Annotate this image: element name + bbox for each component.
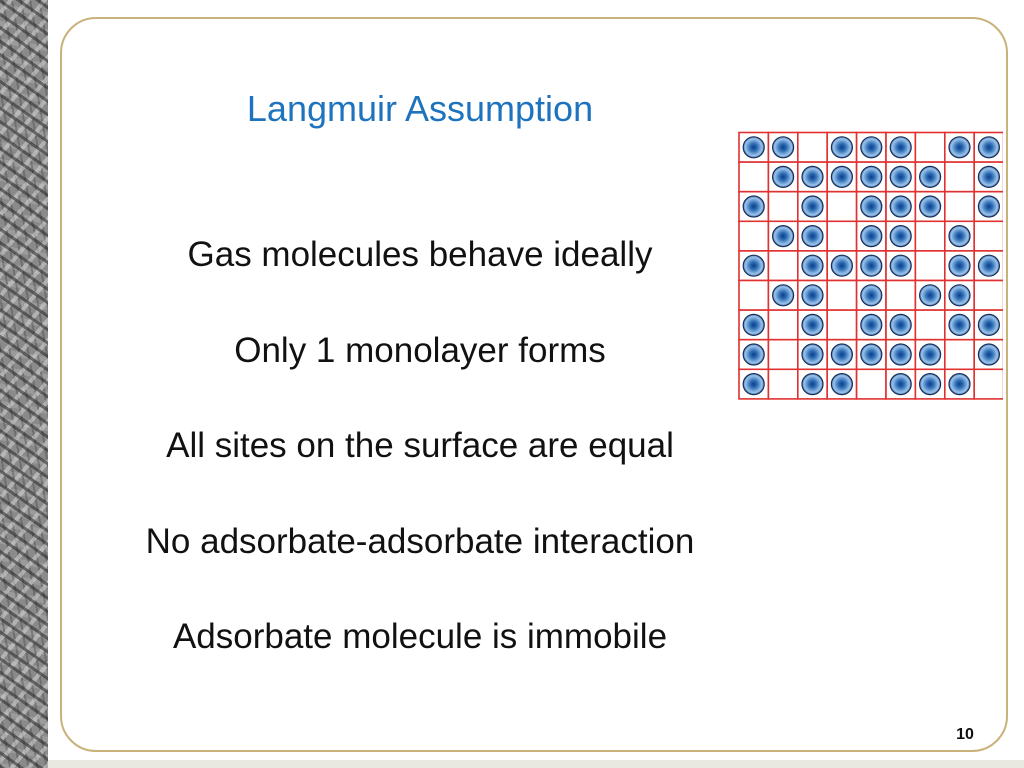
lattice-site — [973, 220, 1003, 252]
lattice-site — [767, 338, 799, 371]
adsorbed-molecule — [948, 284, 971, 307]
lattice-site — [973, 368, 1003, 400]
adsorbed-molecule — [948, 313, 971, 336]
adsorbed-molecule — [948, 224, 971, 248]
adsorption-lattice-diagram — [738, 131, 1003, 400]
adsorbed-molecule — [977, 343, 1000, 366]
lattice-site — [914, 309, 946, 341]
adsorbed-molecule — [948, 254, 971, 277]
adsorbed-molecule — [860, 165, 883, 189]
adsorbed-molecule — [919, 195, 942, 218]
adsorbed-molecule — [860, 254, 883, 277]
bullet-equal-sites: All sites on the surface are equal — [166, 426, 674, 465]
adsorbed-molecule — [771, 136, 795, 159]
lattice-site — [796, 131, 828, 163]
adsorbed-molecule — [742, 313, 765, 336]
bullet-immobile: Adsorbate molecule is immobile — [172, 617, 668, 656]
adsorbed-molecule — [977, 313, 1000, 336]
adsorbed-molecule — [801, 284, 824, 307]
adsorbed-molecule — [977, 195, 1000, 218]
adsorbed-molecule — [889, 313, 912, 336]
adsorbed-molecule — [919, 165, 942, 189]
bottom-strip — [48, 760, 1024, 768]
lattice-site — [944, 161, 976, 193]
adsorbed-molecule — [860, 284, 883, 307]
adsorbed-molecule — [830, 165, 854, 189]
adsorbed-molecule — [889, 165, 912, 189]
adsorbed-molecule — [860, 195, 883, 218]
lattice-site — [767, 250, 799, 282]
lattice-site — [885, 279, 917, 311]
lattice-site — [767, 309, 799, 341]
adsorbed-molecule — [830, 254, 854, 277]
adsorbed-molecule — [801, 224, 824, 248]
adsorbed-molecule — [919, 373, 942, 396]
bullet-monolayer: Only 1 monolayer forms — [234, 331, 606, 370]
bullet-ideal-gas: Gas molecules behave ideally — [187, 235, 653, 274]
adsorbed-molecule — [889, 373, 912, 396]
adsorbed-molecule — [742, 136, 765, 159]
lattice-site — [826, 220, 858, 252]
lattice-site — [826, 190, 858, 223]
adsorbed-molecule — [977, 165, 1000, 189]
adsorbed-molecule — [977, 254, 1000, 277]
adsorbed-molecule — [742, 195, 765, 218]
adsorbed-molecule — [801, 165, 824, 189]
lattice-site — [738, 279, 770, 311]
lattice-site — [914, 220, 946, 252]
lattice-site — [914, 250, 946, 282]
lattice-site — [738, 220, 770, 252]
adsorbed-molecule — [889, 343, 912, 366]
adsorbed-molecule — [977, 136, 1000, 159]
adsorbed-molecule — [919, 284, 942, 307]
adsorbed-molecule — [801, 313, 824, 336]
adsorbed-molecule — [801, 343, 824, 366]
lattice-site — [944, 190, 976, 223]
adsorbed-molecule — [860, 313, 883, 336]
adsorbed-molecule — [948, 373, 971, 396]
adsorbed-molecule — [830, 373, 854, 396]
page-number: 10 — [956, 726, 974, 743]
lattice-site — [738, 161, 770, 193]
lattice-site — [767, 368, 799, 400]
adsorbed-molecule — [771, 165, 795, 189]
adsorbed-molecule — [742, 373, 765, 396]
adsorbed-molecule — [919, 343, 942, 366]
adsorbed-molecule — [889, 136, 912, 159]
adsorbed-molecule — [771, 224, 795, 248]
lattice-site — [826, 309, 858, 341]
adsorbed-molecule — [742, 254, 765, 277]
adsorbed-molecule — [801, 373, 824, 396]
adsorbed-molecule — [860, 343, 883, 366]
adsorbed-molecule — [889, 224, 912, 248]
adsorbed-molecule — [771, 284, 795, 307]
adsorbed-molecule — [860, 136, 883, 159]
adsorbed-molecule — [830, 343, 854, 366]
bullet-no-interaction: No adsorbate-adsorbate interaction — [145, 522, 695, 561]
adsorbed-molecule — [860, 224, 883, 248]
slide-title: Langmuir Assumption — [246, 88, 594, 129]
adsorbed-molecule — [889, 195, 912, 218]
adsorbed-molecule — [742, 343, 765, 366]
lattice-site — [973, 279, 1003, 311]
lattice-site — [914, 131, 946, 163]
adsorbed-molecule — [830, 136, 854, 159]
adsorbed-molecule — [889, 254, 912, 277]
lattice-site — [944, 338, 976, 371]
lattice-site — [826, 279, 858, 311]
adsorbed-molecule — [801, 195, 824, 218]
lattice-site — [855, 368, 887, 400]
adsorbed-molecule — [801, 254, 824, 277]
adsorbed-molecule — [948, 136, 971, 159]
left-texture-strip — [0, 0, 48, 768]
lattice-site — [767, 190, 799, 223]
